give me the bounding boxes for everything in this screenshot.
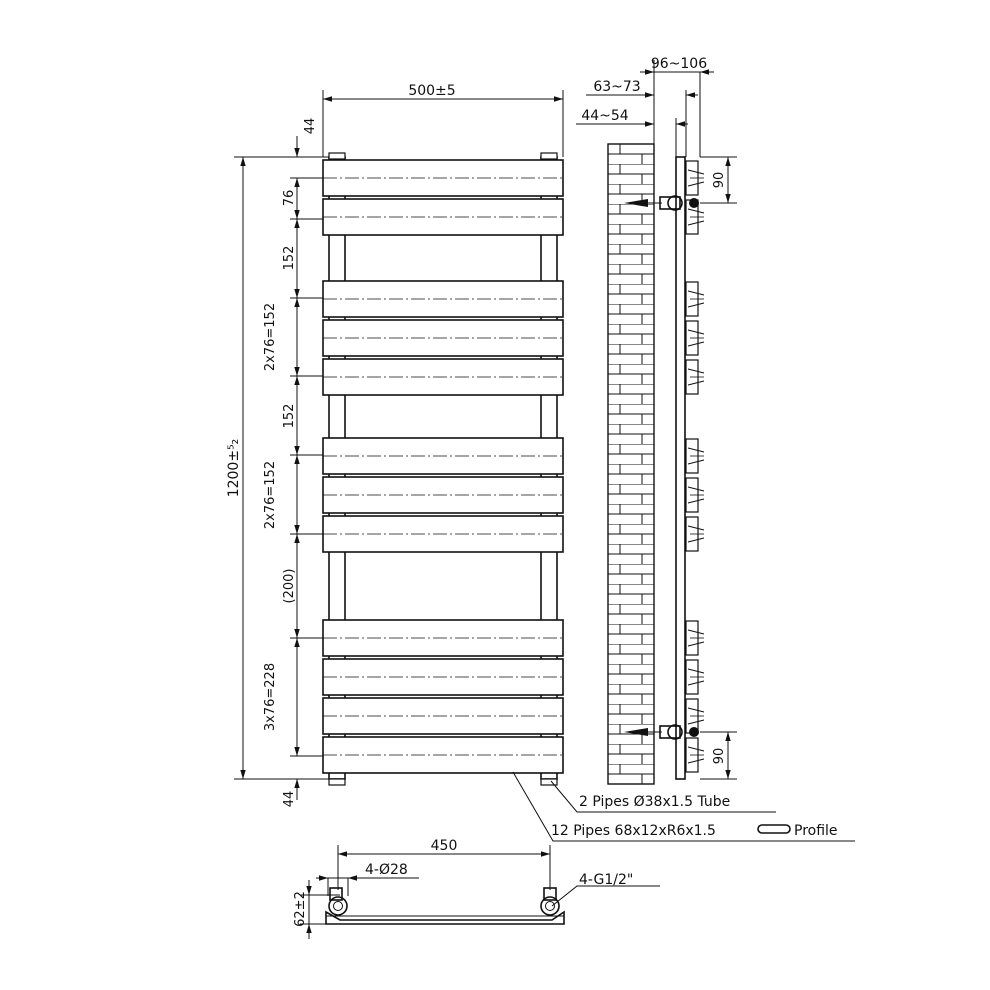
bracket-dimensions: 90 90 xyxy=(700,156,737,780)
profile-bars xyxy=(322,152,564,786)
top-offset-label: 44 xyxy=(303,118,318,135)
tube-cap xyxy=(540,152,558,160)
profile-bar xyxy=(322,159,564,197)
side-fin xyxy=(685,438,705,474)
depth-dimensions: 96~106 63~73 44~54 xyxy=(576,56,714,157)
valve-thread-label: 4-G1/2" xyxy=(579,872,633,888)
wall-bracket-top xyxy=(624,195,699,211)
spacing-label-6: (200) xyxy=(282,569,297,604)
bracket-bottom-label: 90 xyxy=(712,748,727,765)
profile-bar xyxy=(322,280,564,318)
notes: 2 Pipes Ø38x1.5 Tube 12 Pipes 68x12xR6x1… xyxy=(551,794,838,839)
side-fin xyxy=(685,477,705,513)
profile-note: 12 Pipes 68x12xR6x1.5 xyxy=(551,823,716,839)
spacing-label-7: 3x76=228 xyxy=(263,663,278,731)
side-fin xyxy=(685,199,705,235)
profile-bar xyxy=(322,736,564,774)
dim-outer: 96~106 xyxy=(651,56,707,72)
bottom-plate xyxy=(325,910,565,925)
side-fin xyxy=(685,737,705,773)
spacing-dimensions: 44 76 152 2x76=152 152 2x76=152 (200) 3x… xyxy=(263,118,329,808)
profile-bar xyxy=(322,476,564,514)
profile-bar xyxy=(322,319,564,357)
side-tube xyxy=(675,156,686,780)
side-fin xyxy=(685,281,705,317)
tube-cap xyxy=(328,152,346,160)
side-fin xyxy=(685,620,705,656)
profile-bar xyxy=(322,619,564,657)
brick-wall xyxy=(607,143,655,785)
left-pipe-end xyxy=(328,896,348,916)
side-fin xyxy=(685,359,705,395)
right-pipe-end xyxy=(540,896,560,916)
spacing-label-4: 152 xyxy=(282,404,297,429)
spacing-label-3: 2x76=152 xyxy=(263,303,278,371)
side-view: 96~106 63~73 44~54 90 90 xyxy=(576,56,737,785)
dim-mid: 63~73 xyxy=(593,79,640,95)
front-leaders xyxy=(512,771,855,842)
profile-bar xyxy=(322,697,564,735)
centers-label: 450 xyxy=(431,838,458,854)
profile-bar xyxy=(322,515,564,553)
profile-bar xyxy=(322,437,564,475)
tube-cap xyxy=(328,778,346,786)
width-label: 500±5 xyxy=(408,83,455,99)
height-dimension: 1200±⁵₂ xyxy=(226,156,325,780)
profile-bar xyxy=(322,358,564,396)
side-fin xyxy=(685,516,705,552)
tube-note: 2 Pipes Ø38x1.5 Tube xyxy=(579,794,730,810)
bottom-offset-label: 44 xyxy=(282,791,297,808)
wall-bracket-bottom xyxy=(624,724,699,740)
side-fin xyxy=(685,320,705,356)
profile-bar xyxy=(322,198,564,236)
dim-inner: 44~54 xyxy=(581,108,628,124)
profile-symbol-icon xyxy=(757,824,791,834)
front-view: 500±5 1200±⁵₂ 44 76 152 xyxy=(226,83,855,842)
side-fin xyxy=(685,659,705,695)
bottom-view: 450 4-Ø28 4-G1/2" 62±2 xyxy=(293,838,660,939)
spacing-label-1: 76 xyxy=(282,190,297,207)
profile-bar xyxy=(322,658,564,696)
profile-suffix: Profile xyxy=(794,823,838,839)
tube-cap xyxy=(540,778,558,786)
side-profile-fins xyxy=(685,160,705,773)
width-dimension: 500±5 xyxy=(322,83,564,157)
side-fin xyxy=(685,160,705,196)
spacing-label-2: 152 xyxy=(282,246,297,271)
height-label: 1200±⁵₂ xyxy=(226,439,242,498)
bracket-top-label: 90 xyxy=(712,172,727,189)
spacing-label-5: 2x76=152 xyxy=(263,461,278,529)
pipe-dia-label: 4-Ø28 xyxy=(365,862,408,878)
depth-label: 62±2 xyxy=(293,891,308,927)
